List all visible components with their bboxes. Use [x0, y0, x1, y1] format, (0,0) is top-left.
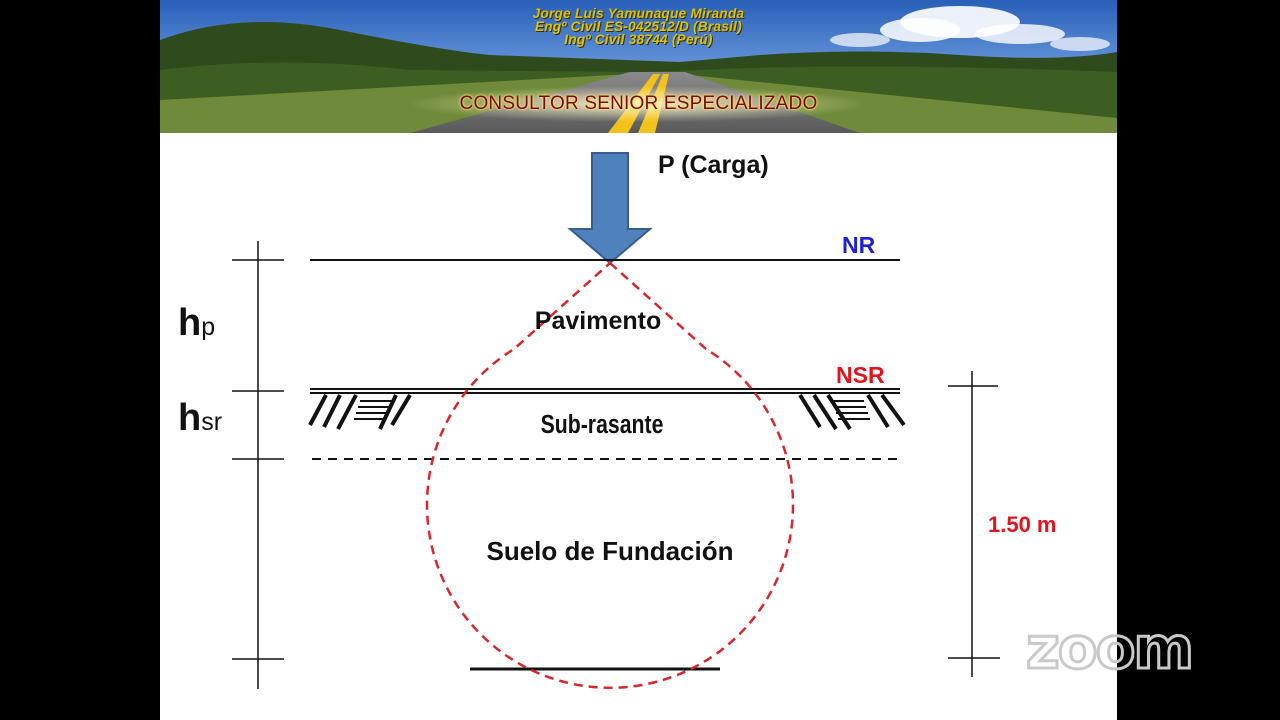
header-banner: Jorge Luis Yamunaque Miranda Engº Civil …: [160, 0, 1117, 133]
banner-tagline: CONSULTOR SENIOR ESPECIALIZADO: [459, 93, 818, 114]
load-arrow: [567, 152, 653, 265]
soil-hatch-right: [798, 393, 906, 431]
subrasante-label: Sub-rasante: [541, 410, 664, 440]
author-name: Jorge Luis Yamunaque Miranda: [532, 6, 745, 21]
suelo-label: Suelo de Fundación: [486, 536, 733, 566]
zoom-logo: zoom: [1025, 614, 1196, 682]
nsr-label: NSR: [836, 362, 885, 388]
hp-label: hp: [178, 302, 215, 344]
author-credential-brasil: Engº Civil ES-042512/D (Brasil): [534, 19, 743, 34]
soil-hatch-left: [308, 393, 412, 430]
hsr-label: hsr: [178, 397, 222, 439]
road-landscape-image: [160, 0, 1117, 133]
author-credential-peru: Ingº Civil 38744 (Perú): [564, 32, 713, 47]
pressure-bulb: [425, 261, 795, 689]
load-label: P (Carga): [658, 151, 769, 179]
left-dimension-line: [232, 241, 284, 689]
depth-label: 1.50 m: [988, 512, 1057, 537]
slide: Jorge Luis Yamunaque Miranda Engº Civil …: [160, 0, 1117, 720]
pavement-structure-diagram: P (Carga) NR NSR: [178, 151, 1057, 689]
nr-label: NR: [842, 232, 876, 258]
right-dimension-line: [948, 371, 1000, 677]
pavimento-label: Pavimento: [535, 307, 661, 335]
